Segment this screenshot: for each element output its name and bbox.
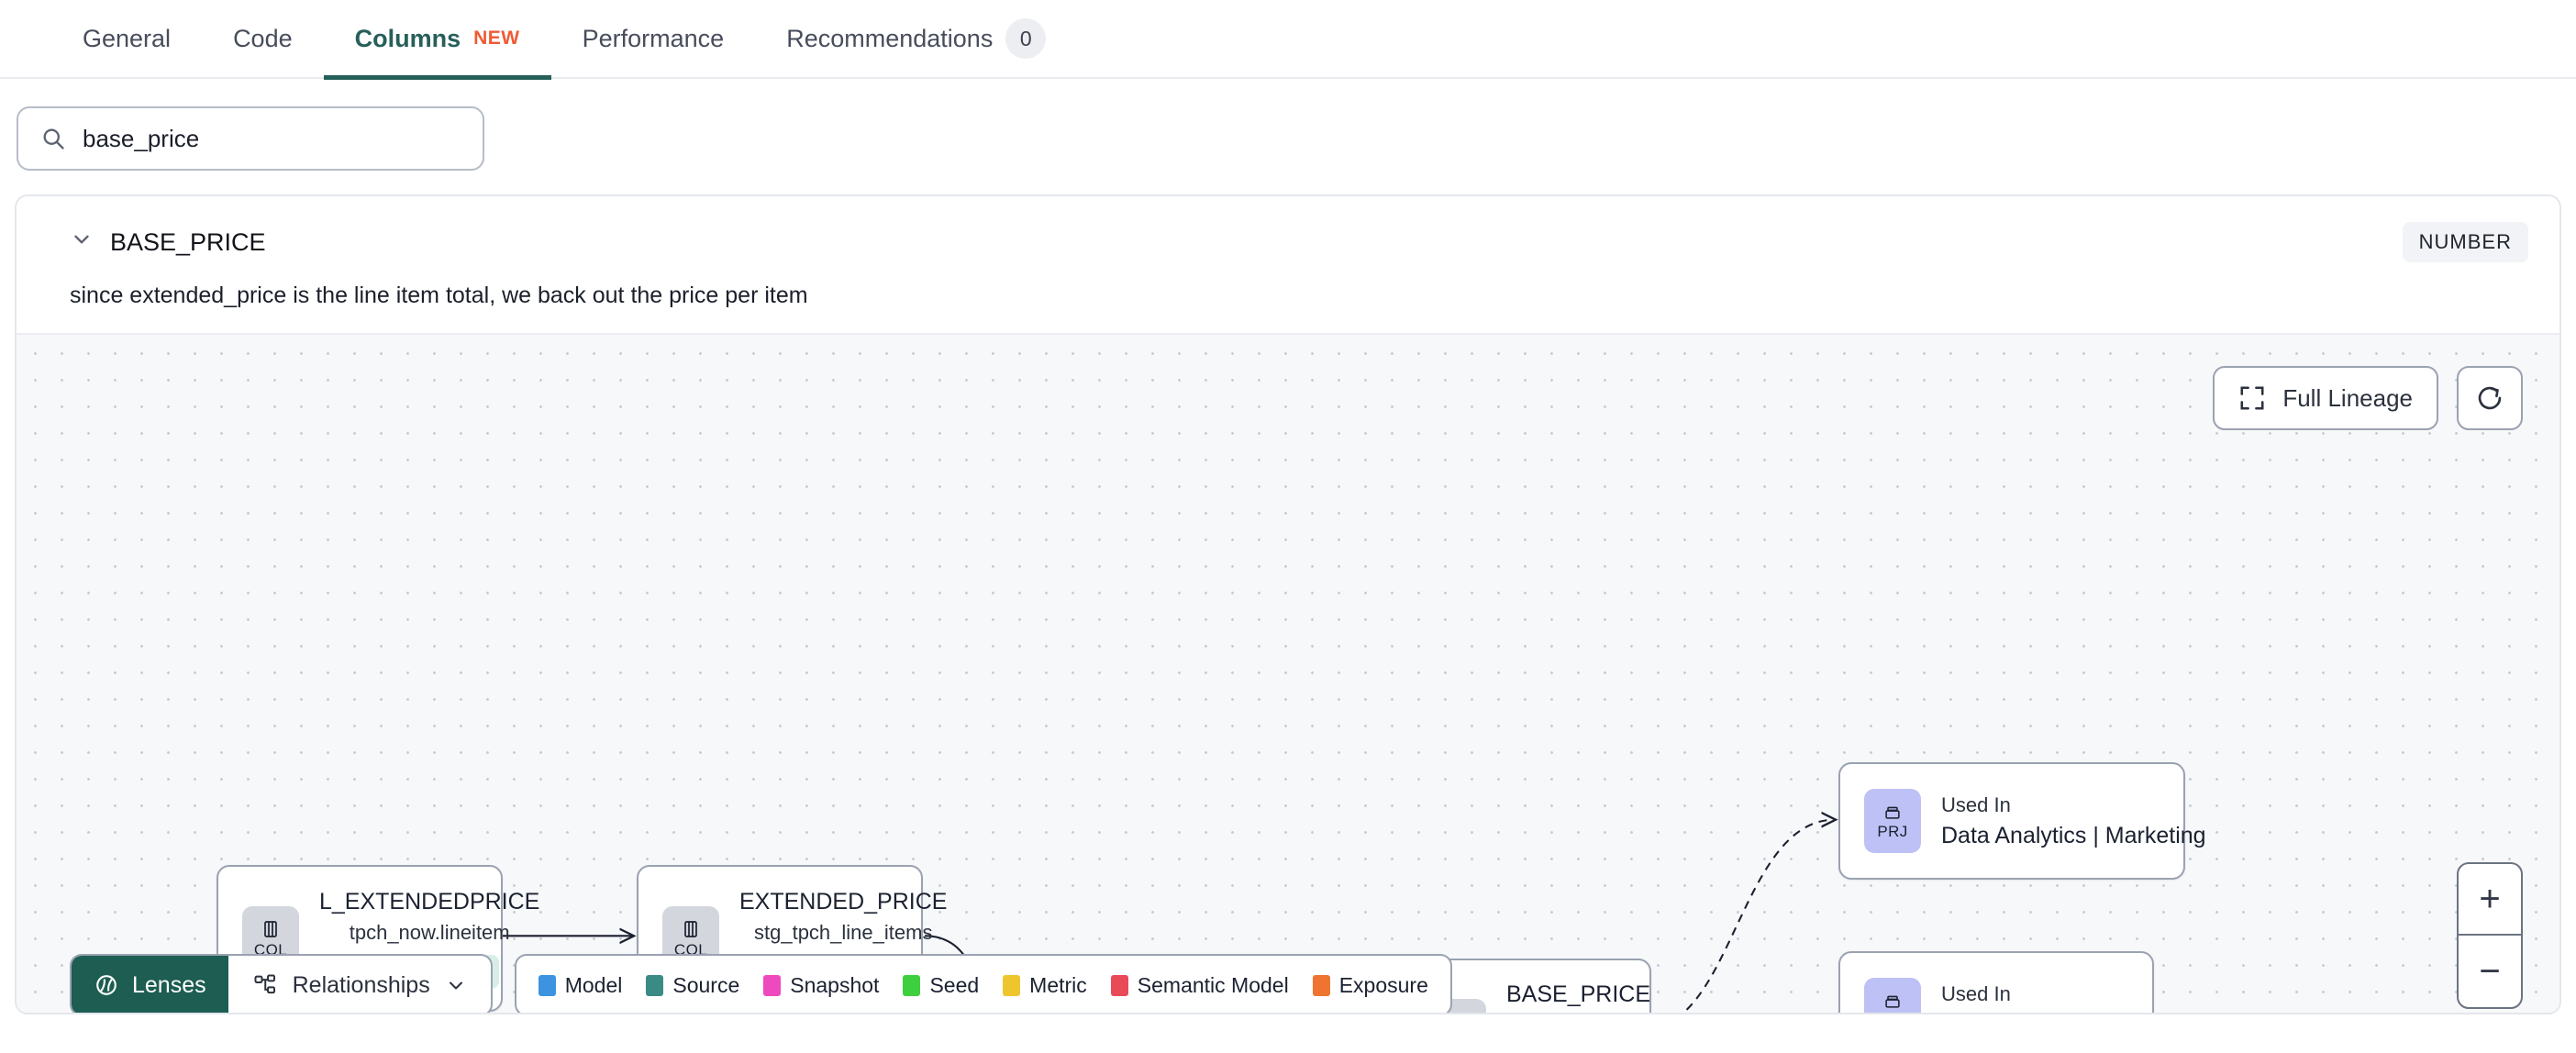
node-subtitle: order_items [1149,1014,1255,1015]
project-used-in-label: Used In [1941,981,2011,1005]
legend-label: Exposure [1338,972,1428,997]
legend-item-source: Source [646,973,739,998]
node-title: EXTENDED_PRICE [739,888,948,914]
node-body: Used In Data Analytics | Marketing [1941,793,2206,849]
chevron-down-icon [449,981,462,990]
node-body: BASE_PRICE fct_order_items MODEL [1506,981,1651,1015]
lens-icon [96,975,117,995]
tab-code[interactable]: Code [202,0,324,78]
full-lineage-button[interactable]: Full Lineage [2213,366,2438,430]
relationships-icon [254,974,275,994]
node-title: BASE_PRICE [1506,981,1651,1007]
lenses-button[interactable]: Lenses [72,956,228,1013]
legend-label: Seed [929,972,980,997]
legend-item-model: Model [538,972,623,998]
search-icon [43,128,64,150]
node-subtitle: fct_order_items [1509,1014,1649,1015]
tab-bar: General Code Columns NEW Performance Rec… [0,0,2576,80]
legend-swatch [1003,974,1021,996]
column-description: since extended_price is the line item to… [70,283,808,308]
recommendations-count-badge: 0 [1005,18,1047,59]
legend-item-seed: Seed [903,973,979,998]
prj-icon: PRJ [1864,978,1921,1014]
lineage-legend: Model Source Snapshot Seed Metric [514,954,1452,1013]
refresh-icon [2478,386,2502,410]
node-kind-label: PRJ [1877,822,1908,840]
refresh-button[interactable] [2457,366,2523,430]
node-kind-label: COL [673,940,708,959]
legend-swatch [646,974,664,996]
legend-item-snapshot: Snapshot [763,973,879,998]
column-type-badge: NUMBER [2402,222,2528,262]
node-kind-label: PRJ [1877,1012,1907,1014]
search-box[interactable] [17,106,484,171]
tab-label: Code [233,24,293,52]
legend-label: Snapshot [790,972,880,997]
column-header: BASE_PRICE NUMBER since extended_price i… [17,196,2559,333]
canvas-top-controls: Full Lineage [2213,366,2523,430]
node-subtitle: tpch_now.lineitem [349,920,510,944]
legend-label: Source [672,972,740,997]
relationships-label: Relationships [292,971,430,998]
column-icon [684,920,697,937]
project-name: Data Analytics | Marketing [1941,822,2206,848]
project-name: Data Analytics | Sales [1941,1012,2162,1014]
column-icon [264,920,277,937]
legend-swatch [538,974,556,996]
full-lineage-label: Full Lineage [2282,383,2413,412]
search-input[interactable] [83,124,461,153]
tab-label: Columns [354,24,461,52]
canvas-bottom-toolbar: Lenses Relationships Model [70,954,1452,1013]
lens-group: Lenses Relationships [70,954,493,1013]
legend-item-semantic-model: Semantic Model [1110,972,1289,998]
tab-label: Recommendations [786,24,994,52]
project-icon [1885,995,1900,1008]
tab-label: Performance [582,24,725,52]
lenses-label: Lenses [132,971,206,998]
zoom-out-button[interactable]: − [2479,950,2501,992]
legend-swatch [1110,974,1128,996]
node-title: L_EXTENDEDPRICE [319,888,540,914]
expand-icon [2240,386,2264,410]
lineage-node-project-marketing[interactable]: PRJ Used In Data Analytics | Marketing [1838,762,2206,880]
prj-icon: PRJ [1864,789,1921,853]
project-used-in-label: Used In [1941,793,2011,816]
tab-general[interactable]: General [51,0,202,78]
node-subtitle: stg_tpch_line_items [754,920,933,944]
lineage-canvas[interactable]: Full Lineage + − COL L_EXTENDEDPRIC [17,333,2559,1015]
legend-label: Metric [1029,972,1087,997]
lineage-node-project-sales[interactable]: PRJ Used In Data Analytics | Sales [1838,951,2162,1014]
legend-swatch [763,974,782,996]
node-kind-label: COL [253,940,288,959]
legend-item-exposure: Exposure [1312,972,1428,998]
node-body: Used In Data Analytics | Sales [1941,981,2162,1014]
legend-swatch [1312,974,1330,996]
tab-performance[interactable]: Performance [551,0,756,78]
tab-label: General [83,24,172,52]
page-title: BASE_PRICE [110,227,266,256]
column-panel: BASE_PRICE NUMBER since extended_price i… [15,194,2561,1014]
legend-item-metric: Metric [1003,973,1087,998]
legend-swatch [903,974,921,996]
relationships-dropdown[interactable]: Relationships [228,956,491,1013]
legend-label: Model [564,972,623,997]
project-icon [1885,806,1900,819]
tab-new-badge: NEW [473,28,520,49]
tab-columns[interactable]: Columns NEW [323,0,551,80]
tab-recommendations[interactable]: Recommendations 0 [755,0,1077,78]
search-area [0,79,2576,194]
zoom-in-button[interactable]: + [2459,864,2521,936]
chevron-down-icon[interactable] [70,227,94,251]
legend-label: Semantic Model [1137,972,1289,997]
zoom-controls: + − [2457,862,2523,1009]
